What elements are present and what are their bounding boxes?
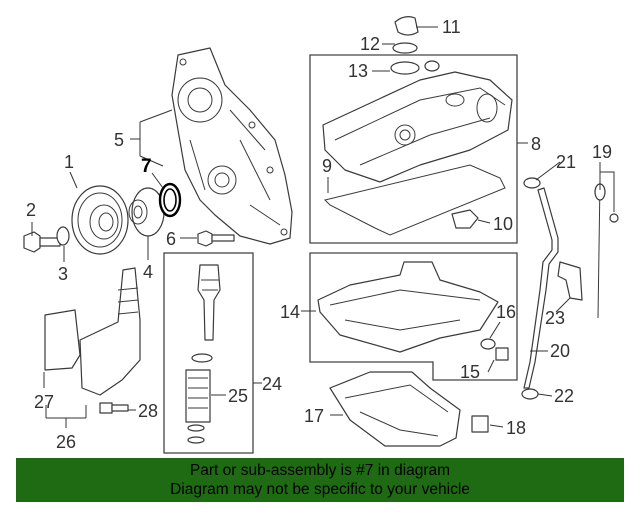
callout-24: 24 — [262, 374, 282, 394]
callout-9: 9 — [322, 156, 332, 176]
tube-seal-top — [523, 177, 541, 189]
callout-20: 20 — [550, 341, 570, 361]
callout-17: 17 — [304, 406, 324, 426]
callout-3: 3 — [58, 264, 68, 284]
callout-14: 14 — [280, 302, 300, 322]
callout-25: 25 — [228, 386, 248, 406]
filler-cap-seal — [392, 42, 418, 54]
front-crankshaft-seal-7 — [158, 182, 182, 218]
callout-19: 19 — [592, 142, 612, 162]
valve-cover-bracket — [451, 209, 479, 229]
callout-11: 11 — [442, 17, 461, 37]
engine-parts-diagram: 1 2 3 4 5 6 7 8 9 10 11 12 13 14 15 16 1… — [23, 16, 619, 454]
crankshaft-pulley — [71, 185, 129, 255]
callout-18: 18 — [506, 418, 526, 438]
oil-filter-element — [185, 369, 211, 423]
oil-filler-cap — [394, 16, 419, 36]
callout-26: 26 — [56, 432, 76, 452]
callout-10: 10 — [493, 214, 513, 234]
filter-o-ring-bottom — [187, 436, 205, 444]
callout-1: 1 — [64, 152, 74, 172]
oil-pan-plug-plate — [471, 415, 489, 433]
damper-hub — [128, 187, 165, 237]
tube-bracket — [557, 261, 583, 301]
callout-2: 2 — [26, 200, 36, 220]
oil-filter-housing — [79, 267, 141, 396]
callout-8: 8 — [531, 134, 541, 154]
drain-plug-seal — [480, 338, 496, 350]
valve-cover — [322, 71, 513, 183]
lower-oil-pan — [329, 371, 461, 447]
callout-21: 21 — [556, 152, 576, 172]
callout-12: 12 — [360, 34, 380, 54]
oil-filter-housing-cap — [197, 264, 221, 341]
callout-23: 23 — [545, 308, 565, 328]
upper-oil-pan — [317, 261, 499, 353]
oil-filter-group-box — [163, 252, 254, 454]
banner-line-disclaimer: Diagram may not be specific to your vehi… — [170, 481, 470, 498]
dipstick-tube — [523, 187, 559, 389]
banner-line-part: Part or sub-assembly is #7 in diagram — [189, 462, 451, 479]
filter-o-ring-top — [191, 353, 213, 363]
callout-13: 13 — [348, 61, 368, 81]
info-banner: Part or sub-assembly is #7 in diagram Di… — [16, 458, 624, 502]
cover-bolt — [197, 230, 235, 247]
callout-15: 15 — [460, 362, 480, 382]
callout-16: 16 — [496, 302, 516, 322]
housing-bolt — [99, 402, 129, 414]
callout-4: 4 — [143, 262, 153, 282]
callout-7: 7 — [141, 156, 152, 177]
callout-28: 28 — [138, 401, 158, 421]
callout-5: 5 — [114, 130, 124, 150]
tube-seal-bottom — [521, 388, 539, 400]
pulley-bolt — [23, 231, 61, 253]
callout-22: 22 — [554, 386, 574, 406]
callout-27: 27 — [34, 392, 54, 412]
filter-o-ring-mid — [187, 424, 205, 432]
oil-pan-group-box — [309, 252, 518, 381]
filter-housing-gasket — [44, 309, 81, 371]
drain-plug — [495, 347, 509, 361]
breather-plug — [424, 60, 440, 72]
dipstick-ring — [609, 213, 619, 223]
callout-6: 6 — [166, 229, 176, 249]
valve-cover-group-box — [309, 54, 518, 244]
timing-cover — [171, 47, 293, 245]
valve-cover-gasket — [324, 164, 506, 236]
valve-cover-seal — [390, 61, 420, 75]
pulley-washer — [56, 226, 70, 246]
dipstick — [597, 179, 601, 319]
